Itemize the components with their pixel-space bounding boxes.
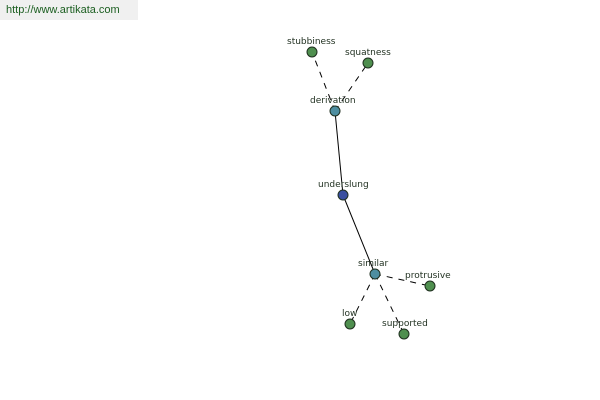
edge-underslung-similar xyxy=(342,194,376,275)
node-underslung[interactable] xyxy=(337,189,349,201)
label-low: low xyxy=(342,309,357,319)
node-low[interactable] xyxy=(344,318,356,330)
source-url[interactable]: http://www.artikata.com xyxy=(0,0,138,20)
edge-similar-protrusive xyxy=(374,273,431,287)
node-protrusive[interactable] xyxy=(424,280,436,292)
label-squatness: squatness xyxy=(345,48,391,58)
node-derivation[interactable] xyxy=(329,105,341,117)
edge-derivation-squatness xyxy=(334,62,369,112)
edge-similar-low xyxy=(349,273,376,325)
label-underslung: underslung xyxy=(318,180,369,190)
label-derivation: derivation xyxy=(310,96,356,106)
node-supported[interactable] xyxy=(398,328,410,340)
label-stubbiness: stubbiness xyxy=(287,37,336,47)
label-supported: supported xyxy=(382,319,428,329)
node-squatness[interactable] xyxy=(362,57,374,69)
edge-derivation-stubbiness xyxy=(311,51,336,112)
label-similar: similar xyxy=(358,259,388,269)
node-similar[interactable] xyxy=(369,268,381,280)
edge-underslung-derivation xyxy=(334,110,344,196)
node-stubbiness[interactable] xyxy=(306,46,318,58)
label-protrusive: protrusive xyxy=(405,271,451,281)
